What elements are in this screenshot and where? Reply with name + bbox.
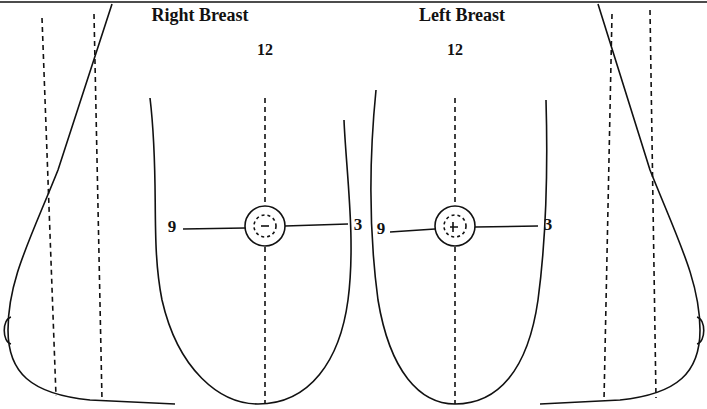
right-profile-outline <box>8 4 175 404</box>
right-areola <box>245 206 285 246</box>
left-vertical-dashed <box>454 98 456 205</box>
left-horizontal-line <box>475 226 538 227</box>
left-profile-dotted-line <box>650 10 656 398</box>
right-areola-inner <box>254 215 276 237</box>
left-areola <box>435 206 475 246</box>
left-vertical-dashed <box>454 247 456 404</box>
clock-position: 12 <box>257 42 273 58</box>
right-horizontal-line <box>183 228 245 229</box>
right-horizontal-line <box>285 224 348 226</box>
left-profile-outline <box>540 4 700 404</box>
clock-position: 3 <box>354 216 363 233</box>
top-rule <box>0 1 707 2</box>
clock-position: 9 <box>377 220 386 237</box>
left-horizontal-line <box>390 229 435 232</box>
right-profile-dotted-line <box>42 18 56 396</box>
left-profile-dotted-line <box>604 14 612 400</box>
breast-heading: Left Breast <box>419 6 505 24</box>
left-profile-nipple <box>697 317 704 344</box>
right-front-outline <box>150 98 351 404</box>
right-profile-dotted-line <box>94 14 102 400</box>
breast-heading: Right Breast <box>151 6 248 24</box>
left-nipple-mark <box>450 222 458 232</box>
left-front-outline <box>371 90 547 404</box>
right-vertical-dashed <box>264 98 266 205</box>
clock-position: 3 <box>544 216 553 233</box>
clock-position: 12 <box>447 42 463 58</box>
left-areola-inner <box>444 215 466 237</box>
right-profile-nipple <box>4 317 11 344</box>
right-vertical-dashed <box>264 247 266 404</box>
right-nipple-mark <box>261 225 269 227</box>
clock-position: 9 <box>168 218 177 235</box>
